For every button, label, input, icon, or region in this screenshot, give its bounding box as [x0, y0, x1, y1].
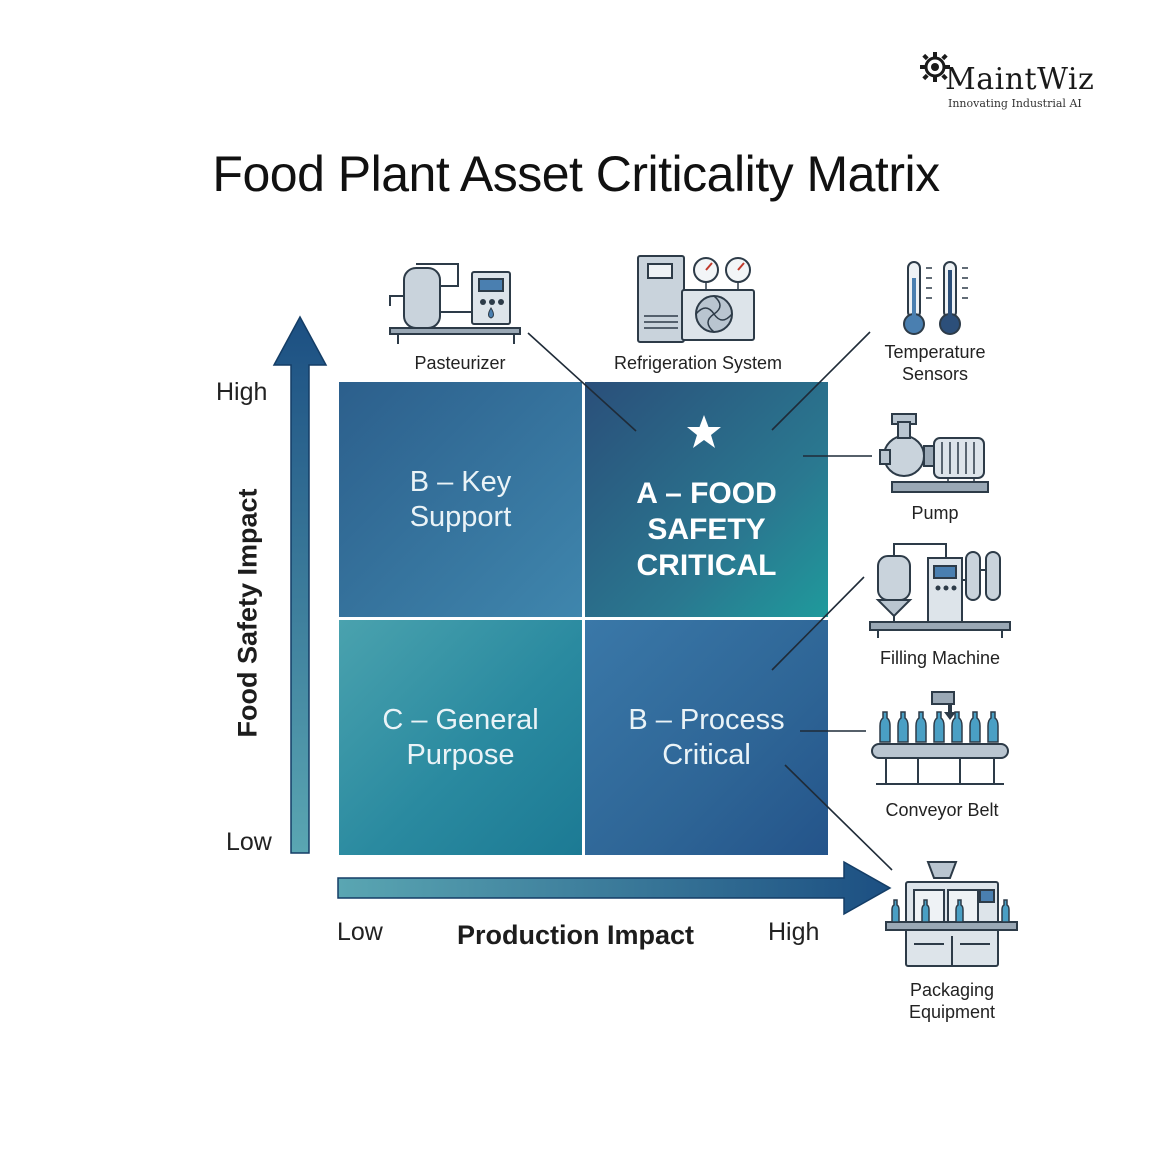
refrigeration-system-icon: [637, 255, 755, 343]
quadrant-b-process-critical: B – Process Critical: [585, 620, 828, 855]
conveyor-belt-icon: [871, 691, 1009, 785]
quadrant-b-key-support: B – Key Support: [339, 382, 582, 617]
asset-label-temperature-sensors: Temperature Sensors: [884, 342, 986, 384]
asset-label-pump: Pump: [911, 503, 959, 523]
packaging-equipment-icon: [885, 861, 1018, 967]
x-axis-low-label: Low: [337, 918, 383, 946]
x-axis-title: Production Impact: [457, 920, 695, 950]
quadrant-label: B – Process Critical: [628, 703, 785, 771]
page-title: Food Plant Asset Criticality Matrix: [212, 146, 940, 202]
thermometer-icon: [903, 261, 968, 335]
y-axis-title: Food Safety Impact: [232, 488, 263, 738]
pasteurizer-icon: [389, 263, 521, 344]
quadrant-label: C – General Purpose: [382, 703, 539, 771]
logo-brand: MaintWiz: [945, 62, 1095, 97]
logo-tagline: Innovating Industrial AI: [948, 97, 1082, 110]
asset-label-conveyor-belt: Conveyor Belt: [885, 800, 999, 820]
quadrant-c-general-purpose: C – General Purpose: [339, 620, 582, 855]
gear-icon: [920, 52, 950, 82]
asset-label-refrigeration-system: Refrigeration System: [613, 353, 783, 373]
filling-machine-icon: [869, 543, 1011, 638]
y-axis-high-label: High: [216, 378, 268, 406]
quadrant-label: A – FOOD SAFETY CRITICAL: [636, 476, 777, 582]
y-axis-low-label: Low: [226, 828, 272, 856]
x-axis-arrow: [337, 860, 892, 916]
asset-label-pasteurizer: Pasteurizer: [414, 353, 506, 373]
quadrant-label: B – Key Support: [409, 465, 512, 533]
asset-label-filling-machine: Filling Machine: [879, 648, 1001, 668]
asset-label-packaging-equipment: Packaging Equipment: [908, 980, 996, 1022]
x-axis-high-label: High: [768, 918, 820, 946]
star-icon: [687, 415, 721, 448]
pump-icon: [879, 413, 989, 493]
y-axis-arrow: [272, 315, 328, 854]
